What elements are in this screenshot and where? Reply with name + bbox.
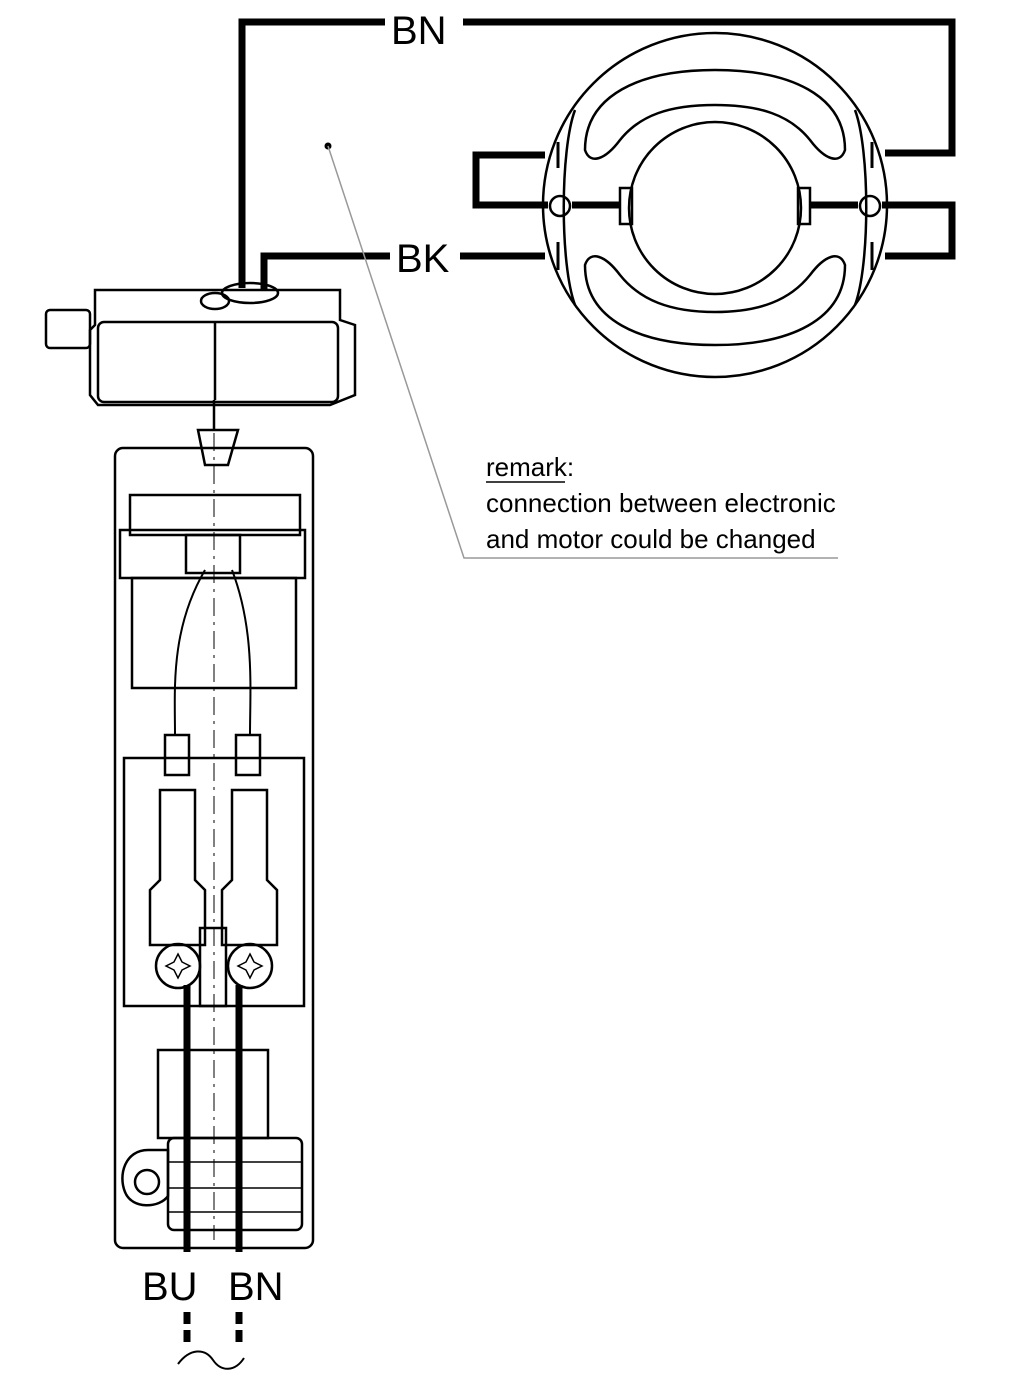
wire-bk-left — [260, 252, 390, 290]
module-outer-housing — [88, 288, 357, 407]
label-bk-bg — [392, 232, 458, 282]
cable-clamp-top — [184, 533, 242, 575]
wire-motor-left-loop — [472, 151, 548, 209]
screw-right-icon — [226, 942, 274, 990]
center-divider — [198, 926, 228, 1008]
lug-hole — [133, 1168, 161, 1196]
label-bn-top-bg — [385, 0, 463, 50]
winding-slot-left — [562, 109, 577, 306]
lower-channel — [156, 1048, 270, 1140]
module-inner-panel — [96, 320, 340, 404]
label-bu-bottom: BU — [142, 1265, 198, 1309]
cable-entry — [199, 291, 231, 311]
switch-collar — [118, 528, 307, 580]
side-connector — [44, 308, 92, 350]
strain-relief-lug — [121, 1148, 170, 1207]
connector-right-top — [234, 733, 262, 777]
wire-bn-top-left — [238, 18, 385, 288]
wire-bn-top-right — [462, 18, 956, 157]
label-bn-top: BN — [391, 9, 447, 53]
internal-lead-left — [173, 569, 206, 736]
rotor-bore — [627, 120, 803, 296]
remark-title: remark: — [486, 452, 574, 482]
winding-slot-right — [853, 109, 868, 306]
motor-terminals — [556, 142, 874, 270]
remark-line-2: and motor could be changed — [486, 524, 816, 554]
wires — [183, 18, 956, 1252]
internal-lead-right — [231, 569, 252, 736]
motor-stator — [541, 31, 889, 379]
lower-pole-shoe — [583, 255, 847, 347]
electronic-module — [44, 281, 357, 467]
wire-motor-right-loop — [882, 201, 956, 260]
mount-hole-left — [548, 194, 572, 218]
label-bk: BK — [396, 237, 450, 281]
label-bn-bottom: BN — [228, 1265, 284, 1309]
connector-left-top — [163, 733, 191, 777]
screw-left-torx — [164, 952, 192, 980]
mains-dashes — [183, 1312, 243, 1342]
upper-pole-shoe — [583, 68, 847, 160]
wire-grommet — [220, 281, 280, 305]
spade-connector-left — [148, 788, 207, 947]
mount-hole-right — [858, 194, 882, 218]
ac-symbol-icon — [177, 1350, 245, 1370]
cable-tie — [196, 428, 240, 467]
screw-right-torx — [236, 952, 264, 980]
screw-left-icon — [154, 942, 202, 990]
spade-connector-right — [220, 788, 279, 947]
remark-line-1: connection between electronic — [486, 488, 836, 518]
remark-leader-line — [327, 145, 838, 559]
